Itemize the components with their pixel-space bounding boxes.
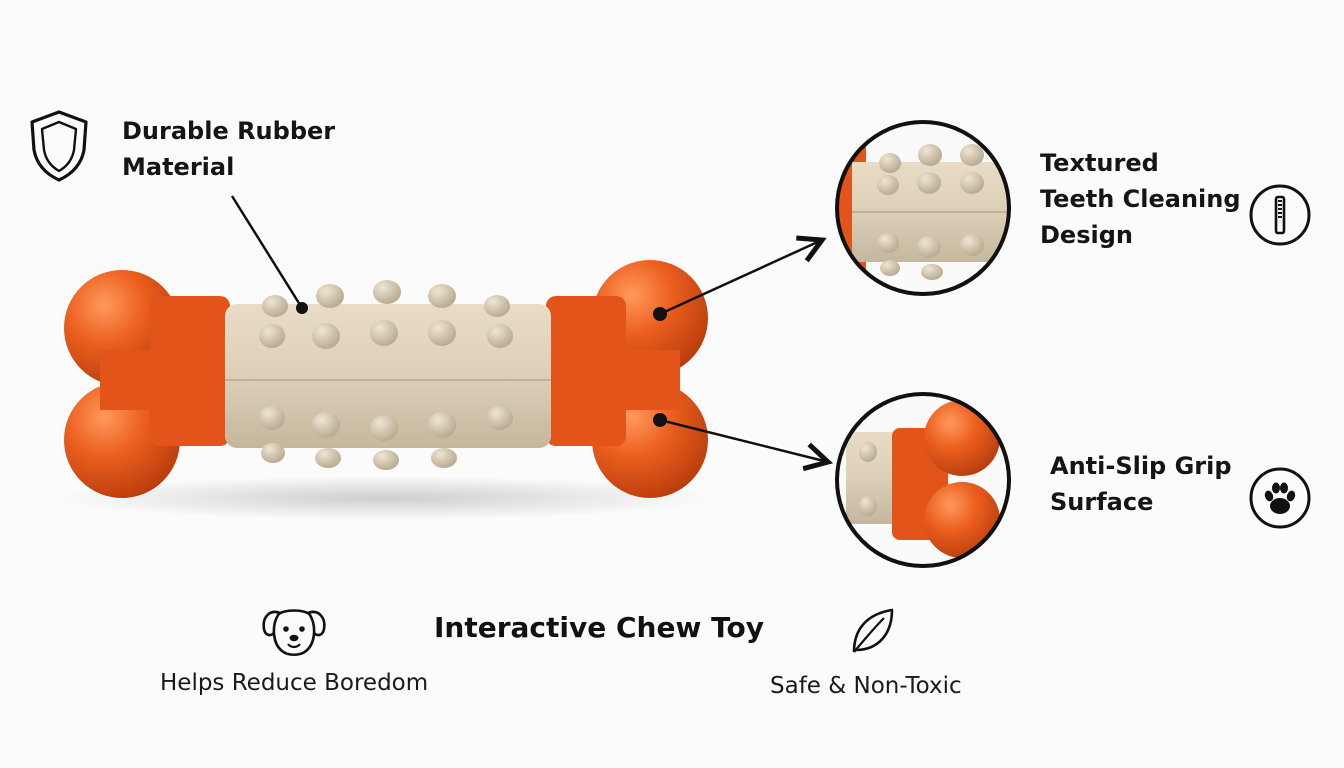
leaf-icon (848, 606, 896, 656)
anti-slip-label: Anti-Slip Grip Surface (1050, 448, 1232, 520)
nubs-top (259, 280, 513, 349)
anti-slip-line1: Anti-Slip Grip (1050, 452, 1232, 480)
durable-rubber-line1: Durable Rubber (122, 117, 336, 145)
product-title: Interactive Chew Toy (434, 611, 764, 644)
durable-rubber-label: Durable Rubber Material (122, 113, 335, 185)
bone-right-end (546, 260, 708, 498)
textured-line2: Teeth Cleaning (1040, 185, 1241, 213)
textured-design-label: Textured Teeth Cleaning Design (1040, 145, 1241, 253)
nubs-bottom (259, 406, 513, 470)
safe-label: Safe & Non-Toxic (770, 673, 962, 699)
toothbrush-icon (1248, 183, 1312, 247)
durable-rubber-line2: Material (122, 153, 235, 181)
textured-callout-line (659, 240, 822, 316)
boredom-label: Helps Reduce Boredom (160, 670, 429, 696)
zoom-grip (837, 394, 1009, 566)
bone-left-end (64, 270, 230, 498)
dog-face-icon (260, 603, 328, 659)
durable-callout-line (230, 195, 304, 309)
paw-icon (1248, 466, 1312, 530)
antislip-callout-line (659, 418, 828, 462)
zoom-textured (837, 122, 1009, 294)
shield-icon (26, 108, 92, 184)
anti-slip-line2: Surface (1050, 488, 1154, 516)
textured-line1: Textured (1040, 149, 1159, 177)
textured-line3: Design (1040, 221, 1133, 249)
bone-shaft (225, 304, 551, 448)
